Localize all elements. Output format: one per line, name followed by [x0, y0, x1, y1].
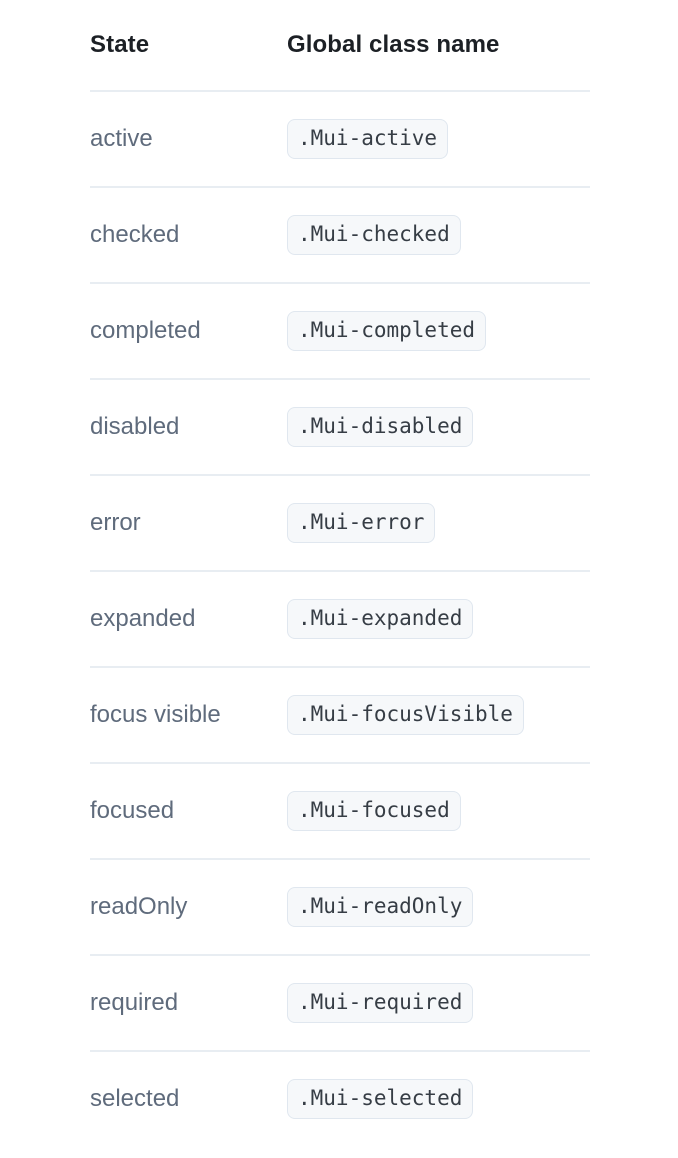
- state-cell: active: [90, 125, 153, 152]
- table-row: active .Mui-active: [90, 90, 590, 186]
- global-class-chip: .Mui-focusVisible: [287, 695, 524, 735]
- state-cell: expanded: [90, 605, 196, 632]
- global-class-chip: .Mui-readOnly: [287, 887, 474, 927]
- class-cell: .Mui-expanded: [287, 599, 590, 639]
- class-cell: .Mui-error: [287, 503, 590, 543]
- table-row: readOnly .Mui-readOnly: [90, 858, 590, 954]
- table-row: completed .Mui-completed: [90, 282, 590, 378]
- state-cell: readOnly: [90, 893, 188, 920]
- table-row: error .Mui-error: [90, 474, 590, 570]
- state-cell: required: [90, 989, 179, 1016]
- table-row: focus visible .Mui-focusVisible: [90, 666, 590, 762]
- global-class-chip: .Mui-checked: [287, 215, 461, 255]
- state-cell: completed: [90, 317, 201, 344]
- column-header-state: State: [90, 31, 150, 58]
- state-cell: focus visible: [90, 701, 221, 728]
- table-row: required .Mui-required: [90, 954, 590, 1050]
- class-cell: .Mui-checked: [287, 215, 590, 255]
- class-cell: .Mui-completed: [287, 311, 590, 351]
- state-cell: focused: [90, 797, 175, 824]
- state-cell: checked: [90, 221, 180, 248]
- class-cell: .Mui-focusVisible: [287, 695, 590, 735]
- global-class-chip: .Mui-focused: [287, 791, 461, 831]
- global-class-chip: .Mui-error: [287, 503, 436, 543]
- state-cell: disabled: [90, 413, 180, 440]
- class-cell: .Mui-selected: [287, 1079, 590, 1119]
- table-header-row: State Global class name: [90, 0, 590, 90]
- class-cell: .Mui-readOnly: [287, 887, 590, 927]
- table-row: disabled .Mui-disabled: [90, 378, 590, 474]
- global-class-chip: .Mui-required: [287, 983, 474, 1023]
- class-cell: .Mui-active: [287, 119, 590, 159]
- table-row: checked .Mui-checked: [90, 186, 590, 282]
- global-class-chip: .Mui-selected: [287, 1079, 474, 1119]
- class-cell: .Mui-required: [287, 983, 590, 1023]
- column-header-global-class-name: Global class name: [287, 31, 500, 58]
- class-cell: .Mui-disabled: [287, 407, 590, 447]
- global-class-chip: .Mui-expanded: [287, 599, 474, 639]
- table-row: focused .Mui-focused: [90, 762, 590, 858]
- state-cell: error: [90, 509, 141, 536]
- state-cell: selected: [90, 1085, 180, 1112]
- global-class-chip: .Mui-active: [287, 119, 449, 159]
- global-class-chip: .Mui-completed: [287, 311, 487, 351]
- class-cell: .Mui-focused: [287, 791, 590, 831]
- table-row: expanded .Mui-expanded: [90, 570, 590, 666]
- table-row: selected .Mui-selected: [90, 1050, 590, 1146]
- global-class-chip: .Mui-disabled: [287, 407, 474, 447]
- state-classes-table: State Global class name active .Mui-acti…: [90, 0, 590, 1146]
